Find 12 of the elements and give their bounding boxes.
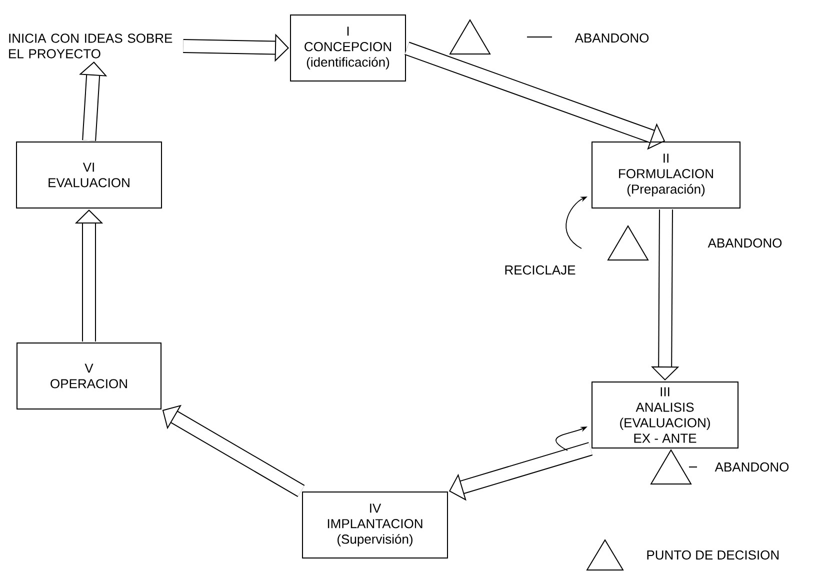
stage-box: II FORMULACION (Preparación) (592, 142, 740, 208)
label-text: ABANDONO (574, 33, 649, 43)
stage-box: IV IMPLANTACION (Supervisión) (302, 492, 448, 558)
label-text: RECICLAJE (505, 265, 576, 275)
legend-text: PUNTO DE DECISION (647, 550, 779, 560)
stage-box: V OPERACION (16, 342, 162, 410)
stage-box: I CONCEPCION (identificación) (290, 14, 406, 82)
stage-box: III ANALISIS (EVALUACION) EX - ANTE (592, 382, 738, 448)
start-text: INICIA CON IDEAS SOBRE EL PROYECTO (9, 34, 172, 58)
stage-box: VI EVALUACION (16, 142, 162, 208)
label-text: ABANDONO (708, 238, 782, 248)
label-text: ABANDONO (714, 462, 789, 472)
